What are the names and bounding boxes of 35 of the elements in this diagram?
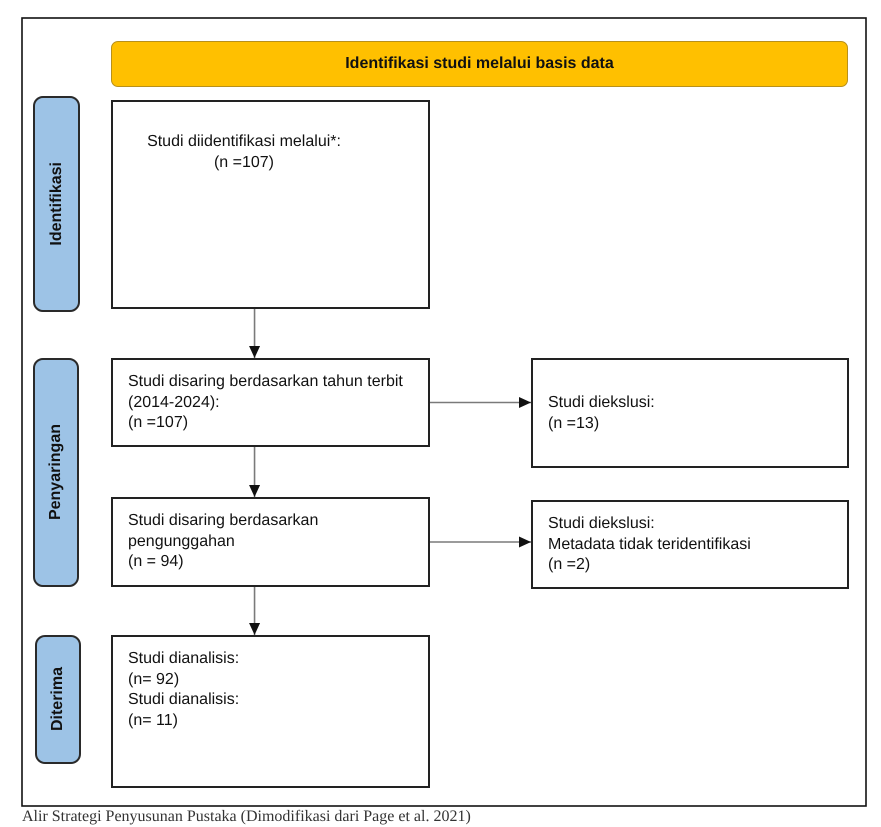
phase-label: Identifikasi — [48, 162, 66, 246]
process-box — [531, 500, 849, 589]
box-text: (n =107) — [128, 413, 188, 433]
box-text: Studi diekslusi: — [548, 514, 655, 534]
box-text: (n = 94) — [128, 552, 184, 572]
box-text: (n =13) — [548, 414, 600, 434]
box-text: (n= 92) — [128, 670, 180, 690]
process-box — [111, 358, 430, 447]
phase-label-bar — [35, 635, 81, 764]
box-text: Metadata tidak teridentifikasi — [548, 534, 751, 554]
header-text: Identifikasi studi melalui basis data — [345, 55, 614, 73]
process-box — [111, 497, 430, 587]
figure-caption: Alir Strategi Penyusunan Pustaka (Dimodifikasi dari Page et al. 2021) — [22, 808, 471, 826]
phase-label-bar — [33, 96, 80, 312]
box-text: (n =107) — [214, 152, 274, 172]
arrow — [249, 309, 260, 358]
section-header-bar — [111, 41, 848, 87]
box-text: Studi dianalisis: — [128, 690, 240, 710]
box-text: (n =2) — [548, 555, 590, 575]
arrow — [249, 447, 260, 497]
process-box — [111, 635, 430, 788]
process-box — [111, 100, 430, 309]
phase-label-bar — [33, 358, 79, 587]
process-box — [531, 358, 849, 468]
box-text: Studi disaring berdasarkan tahun terbit (2014-2024): — [128, 372, 404, 412]
box-text: Studi diidentifikasi melalui*: — [147, 132, 341, 152]
box-text: Studi dianalisis: — [128, 649, 240, 669]
phase-label: Penyaringan — [47, 424, 65, 521]
arrow — [430, 536, 531, 548]
box-text: (n= 11) — [128, 710, 178, 730]
arrow — [249, 587, 260, 635]
arrow — [430, 397, 531, 408]
phase-label: Diterima — [49, 667, 67, 732]
box-text: Studi disaring berdasarkan pengunggahan — [128, 511, 320, 552]
box-text: Studi diekslusi: — [548, 393, 655, 413]
